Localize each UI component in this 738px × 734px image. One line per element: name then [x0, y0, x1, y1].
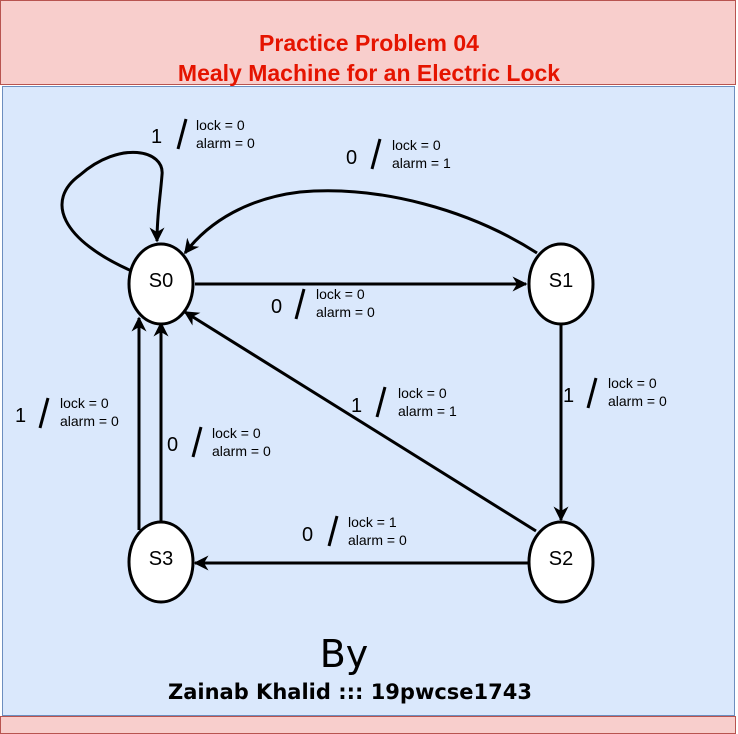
slash-divider — [370, 138, 382, 170]
label-s0-s0: 1 lock = 0 alarm = 0 — [151, 117, 255, 151]
label-s0-s1-lock: lock = 0 — [316, 286, 365, 302]
state-s2: S2 — [527, 520, 595, 604]
label-s3-s0-inner-lock: lock = 0 — [212, 425, 261, 441]
label-s1-s2: 1 lock = 0 alarm = 0 — [563, 375, 667, 409]
label-s3-s0-outer-lock: lock = 0 — [60, 395, 109, 411]
state-s2-label: S2 — [549, 548, 573, 570]
label-s2-s3-input: 0 — [302, 524, 313, 546]
label-s0-s0-alarm: alarm = 0 — [196, 135, 255, 151]
label-s2-s3-lock: lock = 1 — [348, 514, 397, 530]
label-s3-s0-inner: 0 lock = 0 alarm = 0 — [167, 425, 271, 459]
diagram-panel — [2, 86, 735, 716]
header-banner — [0, 0, 736, 85]
label-s1-s2-lock: lock = 0 — [608, 375, 657, 391]
slash-divider — [294, 288, 306, 320]
state-s3-label: S3 — [149, 548, 173, 570]
label-s3-s0-inner-input: 0 — [167, 434, 178, 456]
label-s3-s0-inner-alarm: alarm = 0 — [212, 443, 271, 459]
label-s1-s0-lock: lock = 0 — [392, 137, 441, 153]
state-s1: S1 — [527, 242, 595, 326]
slash-divider — [38, 397, 50, 429]
title-line-2: Mealy Machine for an Electric Lock — [177, 60, 561, 86]
label-s2-s0-input: 1 — [351, 395, 362, 417]
edge-s1-s0 — [183, 189, 538, 255]
label-s0-s0-input: 1 — [151, 126, 162, 148]
state-s1-label: S1 — [549, 270, 573, 292]
label-s0-s0-lock: lock = 0 — [196, 117, 245, 133]
label-s2-s3: 0 lock = 1 alarm = 0 — [302, 514, 407, 548]
label-s3-s0-outer-input: 1 — [15, 405, 26, 427]
label-s1-s2-input: 1 — [563, 385, 574, 407]
label-s1-s0-alarm: alarm = 1 — [392, 155, 451, 171]
label-s2-s3-alarm: alarm = 0 — [348, 532, 407, 548]
label-s1-s0: 0 lock = 0 alarm = 1 — [346, 137, 451, 171]
edge-s0-s0 — [60, 151, 165, 274]
title-line-1: Practice Problem 04 — [259, 30, 479, 56]
state-s0: S0 — [127, 242, 195, 326]
slash-divider — [176, 118, 188, 150]
label-s0-s1-alarm: alarm = 0 — [316, 304, 375, 320]
label-s2-s0-alarm: alarm = 1 — [398, 403, 457, 419]
label-s3-s0-outer: 1 lock = 0 alarm = 0 — [15, 395, 119, 429]
slash-divider — [375, 386, 387, 418]
label-s0-s1: 0 lock = 0 alarm = 0 — [271, 286, 375, 320]
label-s1-s2-alarm: alarm = 0 — [608, 393, 667, 409]
slash-divider — [191, 426, 203, 458]
edge-s2-s0 — [183, 310, 537, 533]
label-s2-s0-lock: lock = 0 — [398, 385, 447, 401]
by-label: By — [319, 632, 369, 676]
state-s3: S3 — [127, 520, 195, 604]
state-s0-label: S0 — [149, 270, 173, 292]
slash-divider — [327, 515, 339, 547]
slash-divider — [586, 377, 598, 409]
label-s1-s0-input: 0 — [346, 147, 357, 169]
label-s3-s0-outer-alarm: alarm = 0 — [60, 413, 119, 429]
author-credit: Zainab Khalid ::: 19pwcse1743 — [168, 680, 532, 704]
label-s2-s0: 1 lock = 0 alarm = 1 — [351, 385, 457, 419]
label-s0-s1-input: 0 — [271, 296, 282, 318]
